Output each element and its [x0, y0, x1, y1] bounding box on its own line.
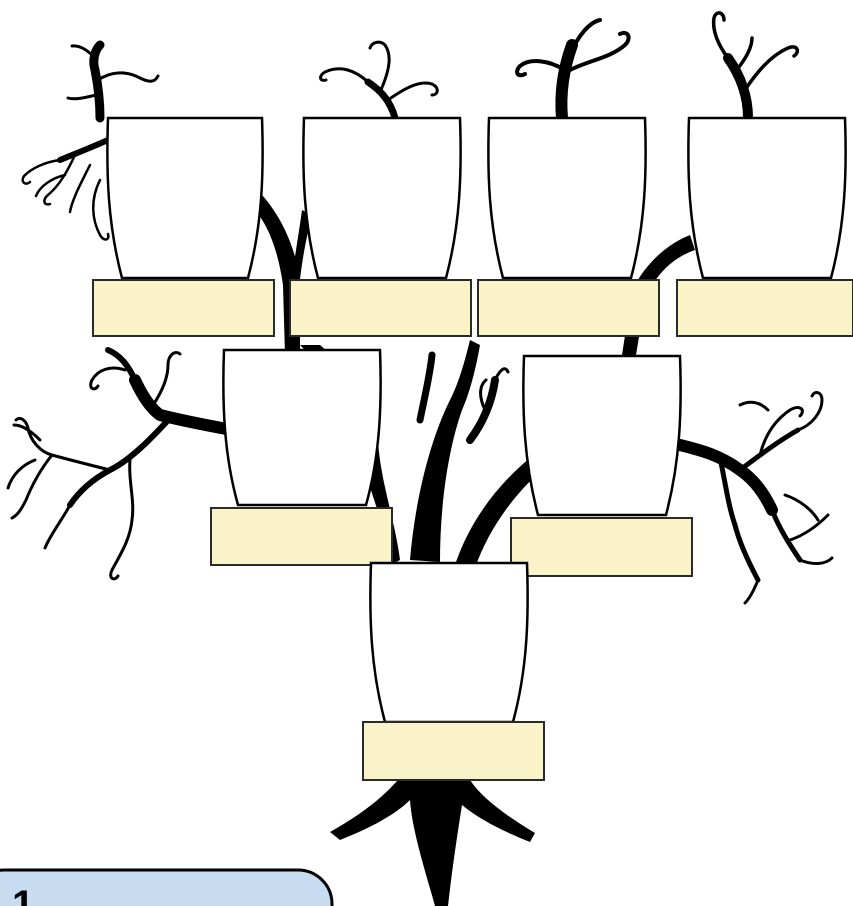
name-plaque[interactable] [289, 279, 472, 337]
portrait-slot[interactable] [676, 116, 853, 337]
badge-background [0, 868, 334, 906]
portrait-frame[interactable] [302, 116, 462, 280]
portrait-slot[interactable] [510, 354, 693, 577]
generation-grandparents [92, 116, 853, 337]
name-plaque[interactable] [362, 721, 545, 781]
portrait-slot[interactable] [362, 561, 545, 781]
portrait-slot[interactable] [210, 348, 393, 566]
twig-top-4 [723, 53, 753, 123]
branch-left [129, 374, 238, 436]
name-plaque[interactable] [676, 279, 853, 337]
portrait-frame[interactable] [487, 116, 647, 280]
portrait-slot[interactable] [289, 116, 472, 337]
portrait-frame[interactable] [687, 116, 847, 280]
generation-self [362, 561, 545, 781]
twig-top-1 [89, 40, 105, 123]
badge-text: 1 [12, 883, 34, 906]
portrait-frame[interactable] [106, 116, 264, 280]
portrait-slot[interactable] [477, 116, 660, 337]
portrait-frame[interactable] [522, 354, 682, 517]
generation-parents [210, 348, 693, 577]
portrait-frame[interactable] [369, 561, 529, 724]
name-plaque[interactable] [210, 507, 393, 566]
name-plaque[interactable] [477, 279, 660, 337]
twig-top-2 [364, 78, 399, 122]
name-plaque[interactable] [92, 279, 275, 337]
portrait-slot[interactable] [92, 116, 275, 337]
tree-roots [330, 780, 535, 906]
name-plaque[interactable] [510, 517, 693, 577]
portrait-frame[interactable] [222, 348, 382, 507]
badge: 1 [0, 868, 334, 906]
